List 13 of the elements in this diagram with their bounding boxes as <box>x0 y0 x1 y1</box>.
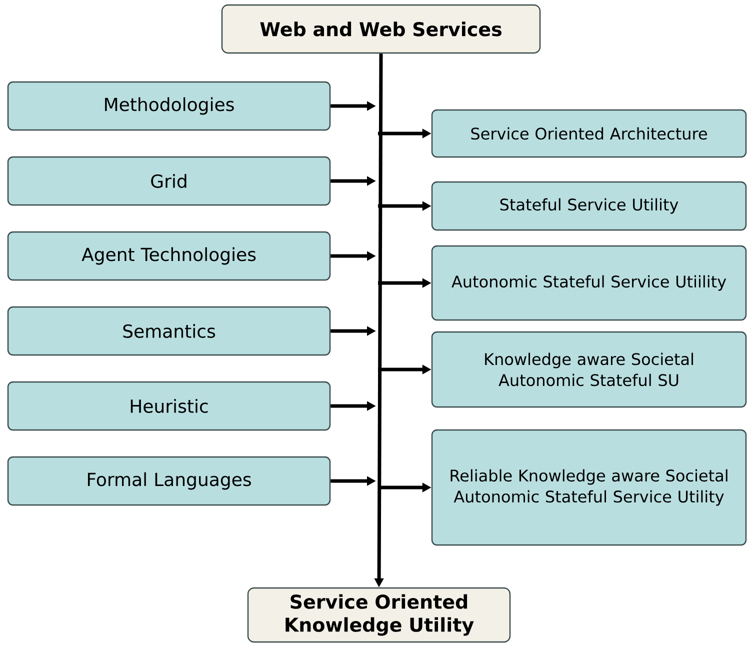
process-box: Reliable Knowledge aware Societal Autonomic Stateful Service Utility <box>431 429 747 546</box>
process-box: Service Oriented Architecture <box>431 109 747 158</box>
process-box: Methodologies <box>7 81 331 131</box>
process-box: Formal Languages <box>7 456 331 506</box>
process-box: Grid <box>7 156 331 206</box>
process-box: Knowledge aware Societal Autonomic Stateful SU <box>431 331 747 408</box>
process-box: Agent Technologies <box>7 231 331 281</box>
process-box: Semantics <box>7 306 331 356</box>
process-box: Heuristic <box>7 381 331 431</box>
title-box: Service Oriented Knowledge Utility <box>247 587 511 643</box>
process-box: Stateful Service Utility <box>431 181 747 231</box>
title-box: Web and Web Services <box>221 4 541 54</box>
process-box: Autonomic Stateful Service Utiility <box>431 245 747 321</box>
